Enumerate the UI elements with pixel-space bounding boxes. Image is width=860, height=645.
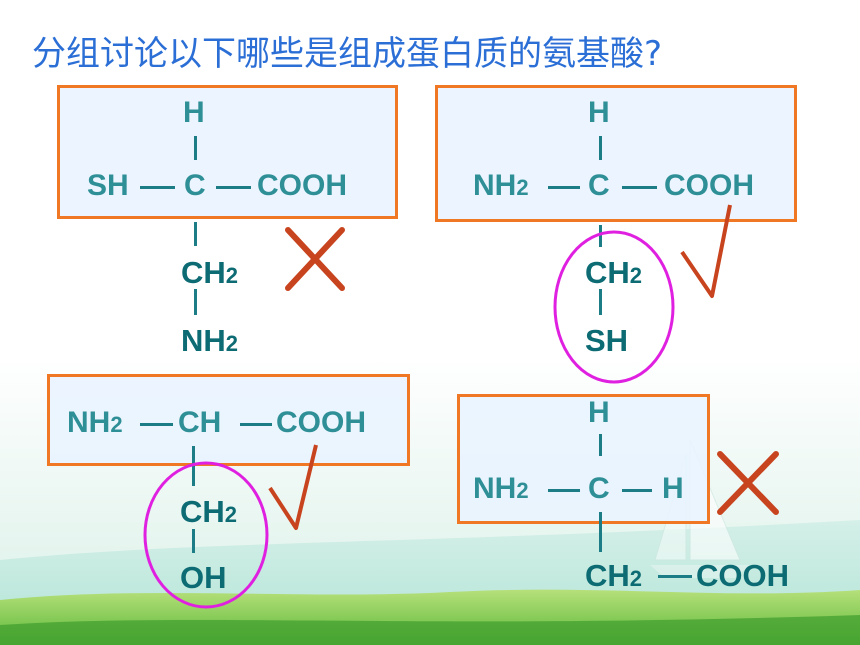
s1-right-group: COOH [257, 169, 347, 202]
s3-right-group: COOH [276, 406, 366, 439]
page-title: 分组讨论以下哪些是组成蛋白质的氨基酸? [32, 34, 663, 74]
s3-bond-left [140, 423, 173, 426]
structure-4-box [457, 394, 710, 524]
s2-bond-chain2 [599, 289, 602, 315]
s1-chain2: NH2 [181, 323, 239, 358]
s3-center: CH [178, 406, 222, 439]
s2-top-h: H [588, 96, 610, 129]
s3-left-group: NH2 [67, 406, 123, 439]
s2-bond-right [622, 186, 657, 189]
s1-bond-chain [194, 222, 197, 246]
s4-bond-chain-right [658, 575, 692, 578]
s2-bond-left [548, 186, 580, 189]
s1-bond-right [216, 186, 251, 189]
s1-bond-chain2 [194, 289, 197, 315]
s3-bond-chain2 [192, 529, 195, 553]
s2-right-group: COOH [664, 169, 754, 202]
s4-top-h: H [588, 396, 610, 429]
s3-chain2: OH [180, 560, 227, 595]
s4-bond-chain [599, 512, 602, 552]
s4-chain1: CH2 [585, 558, 643, 593]
s3-chain1: CH2 [180, 494, 238, 529]
s1-left-group: SH [87, 169, 129, 202]
s4-chain1-right: COOH [696, 558, 789, 593]
s4-bond-top [599, 434, 602, 456]
s2-chain1: CH2 [585, 255, 643, 290]
s3-bond-chain [192, 446, 195, 486]
structure-2-box [435, 85, 797, 222]
s3-bond-right [240, 423, 272, 426]
s2-chain2: SH [585, 323, 629, 358]
s2-bond-top [599, 136, 602, 160]
s4-bond-left [548, 489, 580, 492]
s1-chain1: CH2 [181, 255, 239, 290]
structure-1-box [57, 85, 398, 219]
s2-bond-chain [599, 225, 602, 247]
s4-center: C [588, 472, 610, 505]
s1-top-h: H [183, 96, 205, 129]
s1-center: C [184, 169, 206, 202]
structure-3-box [47, 374, 410, 466]
s2-center: C [588, 169, 610, 202]
s2-left-group: NH2 [473, 169, 529, 202]
s4-right-group: H [662, 472, 684, 505]
s1-bond-top [194, 136, 197, 160]
s4-bond-right [622, 489, 652, 492]
s4-left-group: NH2 [473, 472, 529, 505]
s1-bond-left [140, 186, 175, 189]
